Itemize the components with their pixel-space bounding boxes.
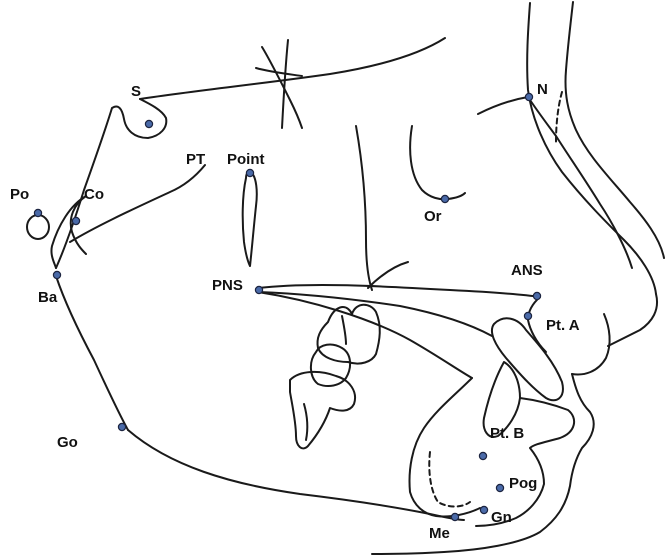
nose-tip — [608, 294, 657, 346]
label-s: S — [131, 83, 141, 100]
nasal-bone-line — [478, 97, 632, 268]
label-me: Me — [429, 525, 450, 542]
landmark-point-or — [441, 195, 448, 202]
orbit-contour — [410, 126, 465, 199]
landmark-point-pns — [255, 286, 262, 293]
landmark-point-pog — [496, 484, 503, 491]
ramus-posterior — [56, 276, 128, 430]
label-ans: ANS — [511, 262, 543, 279]
landmark-point-ba — [53, 271, 60, 278]
label-n: N — [537, 81, 548, 98]
pterygoid-fissure — [243, 172, 257, 266]
frankfort-reference-line-b — [256, 68, 302, 76]
label-gn: Gn — [491, 509, 512, 526]
landmark-point-ptb — [479, 452, 486, 459]
nasal-dashed — [556, 92, 562, 142]
label-pta: Pt. A — [546, 317, 580, 334]
label-ptb: Pt. B — [490, 425, 524, 442]
lower-molar-root — [304, 404, 307, 440]
clivus-line — [51, 196, 86, 268]
landmark-point-gn — [480, 506, 487, 513]
lower-molar — [290, 372, 355, 448]
landmark-point-co — [72, 217, 79, 224]
landmark-point-po — [34, 209, 41, 216]
nasal-bone-front — [527, 3, 656, 294]
landmark-point-go — [118, 423, 125, 430]
soft-tissue-profile — [565, 2, 664, 258]
landmark-point-me — [451, 513, 458, 520]
label-or: Or — [424, 208, 442, 225]
landmark-point-n — [525, 93, 532, 100]
landmark-point-pta — [524, 312, 531, 319]
label-point: Point — [227, 151, 265, 168]
label-pt: PT — [186, 151, 205, 168]
label-co: Co — [84, 186, 104, 203]
landmark-point-s — [145, 120, 152, 127]
label-go: Go — [57, 434, 78, 451]
label-ba: Ba — [38, 289, 58, 306]
landmark-point-point — [246, 169, 253, 176]
porion-ear-rod — [27, 215, 49, 239]
landmark-point-ans — [533, 292, 540, 299]
maxillary-wall-line — [368, 262, 408, 288]
mandibular-border — [128, 430, 464, 520]
label-po: Po — [10, 186, 29, 203]
symphysis-outer — [410, 378, 480, 517]
symphysis-dash — [429, 452, 470, 507]
label-pog: Pog — [509, 475, 537, 492]
soft-chin — [372, 374, 594, 554]
cranial-base-outline — [140, 38, 445, 99]
label-pns: PNS — [212, 277, 243, 294]
pterygomaxillary-line — [356, 126, 372, 290]
chin-profile — [476, 398, 574, 526]
pt-line — [70, 165, 205, 242]
molar-root-line — [342, 316, 346, 344]
